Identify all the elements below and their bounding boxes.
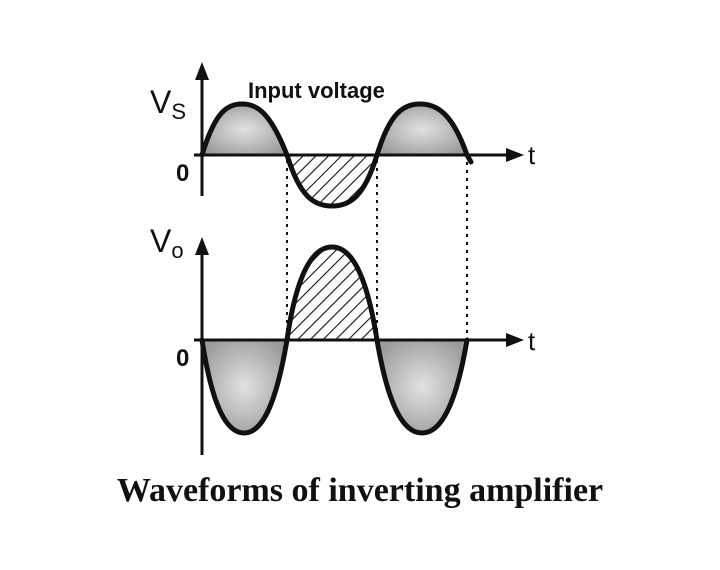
input-negative-lobe	[287, 155, 377, 206]
input-wave-label: Input voltage	[248, 78, 385, 103]
input-time-arrow	[506, 148, 524, 162]
output-sine-curve	[199, 244, 470, 436]
input-origin-label: 0	[176, 160, 189, 187]
output-negative-lobe-2	[377, 340, 467, 433]
input-waveform-group: VS 0 t Input voltage	[150, 62, 536, 209]
output-time-arrow	[506, 333, 524, 347]
input-axis-label: VS	[150, 84, 186, 124]
figure-caption: Waveforms of inverting amplifier	[116, 472, 604, 509]
input-sine-curve	[199, 101, 474, 209]
output-waveform-group: Vo 0 t	[150, 223, 536, 455]
output-origin-label: 0	[176, 345, 189, 372]
output-time-label: t	[528, 326, 536, 356]
output-negative-lobe-1	[202, 340, 287, 433]
input-time-label: t	[528, 140, 536, 170]
input-vertical-arrow	[195, 62, 209, 80]
output-positive-lobe	[287, 247, 377, 340]
output-vertical-arrow	[195, 237, 209, 255]
output-axis-label: Vo	[150, 223, 184, 263]
alignment-guides	[286, 160, 468, 338]
